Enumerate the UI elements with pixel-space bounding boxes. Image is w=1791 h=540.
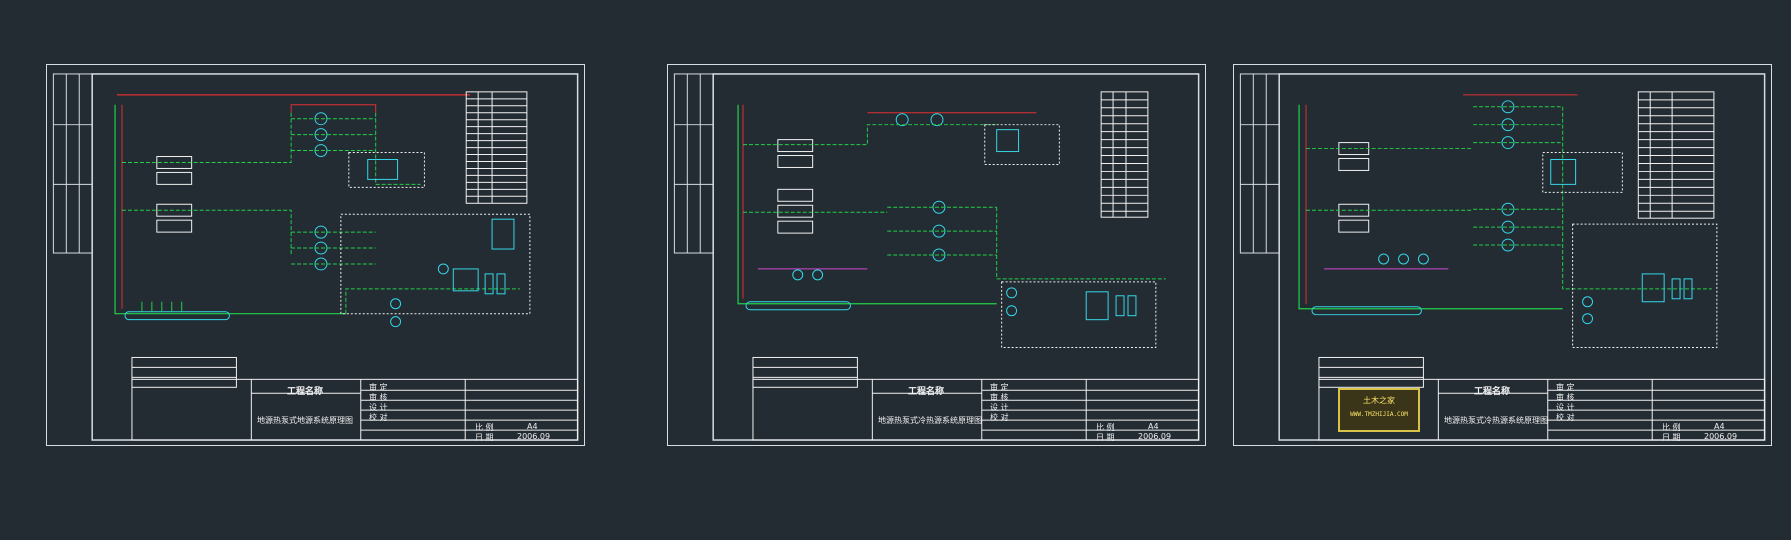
schematic-diagram-1: [52, 73, 579, 441]
design-label: 设 计: [369, 403, 388, 412]
logo-line-2: WWW.TMZHIJIA.COM: [1350, 411, 1408, 418]
drawing-sheet-1: 工程名称 地源热泵式地源系统原理图 审 定 审 核 设 计 校 对 比 例 A4…: [46, 64, 585, 446]
schematic-diagram-2: [673, 73, 1200, 441]
schematic-diagram-3: [1239, 73, 1766, 441]
date-label: 日 期: [1096, 433, 1115, 442]
drawing-sheet-2: 工程名称 地源热泵式冷热源系统原理图 审 定 审 核 设 计 校 对 比 例 A…: [667, 64, 1206, 446]
design-label: 设 计: [1556, 403, 1575, 412]
watermark-logo: 土木之家 WWW.TMZHIJIA.COM: [1338, 388, 1420, 432]
check-label: 审 核: [1556, 393, 1575, 402]
check-label: 审 核: [990, 393, 1009, 402]
scale-value: A4: [1714, 422, 1725, 431]
date-label: 日 期: [475, 433, 494, 442]
date-label: 日 期: [1662, 433, 1681, 442]
date-value: 2006.09: [517, 432, 551, 441]
approve-label: 审 定: [369, 383, 388, 392]
check-label: 审 核: [369, 393, 388, 402]
date-value: 2006.09: [1704, 432, 1738, 441]
approve-label: 审 定: [1556, 383, 1575, 392]
proofread-label: 校 对: [1556, 413, 1575, 422]
drawing-sheet-3: 土木之家 WWW.TMZHIJIA.COM 工程名称 地源热泵式冷热源系统原理图…: [1233, 64, 1772, 446]
logo-line-1: 土木之家: [1363, 396, 1395, 405]
project-name-label: 工程名称: [1474, 387, 1511, 397]
project-name-label: 工程名称: [287, 387, 324, 397]
approve-label: 审 定: [990, 383, 1009, 392]
proofread-label: 校 对: [990, 413, 1009, 422]
scale-label: 比 例: [475, 423, 494, 432]
project-name-label: 工程名称: [908, 387, 945, 397]
scale-label: 比 例: [1662, 423, 1681, 432]
scale-label: 比 例: [1096, 423, 1115, 432]
date-value: 2006.09: [1138, 432, 1172, 441]
drawing-title: 地源热泵式冷热源系统原理图: [878, 416, 982, 425]
proofread-label: 校 对: [369, 413, 388, 422]
drawing-title: 地源热泵式冷热源系统原理图: [1444, 416, 1548, 425]
scale-value: A4: [1148, 422, 1159, 431]
drawing-title: 地源热泵式地源系统原理图: [257, 416, 353, 425]
scale-value: A4: [527, 422, 538, 431]
design-label: 设 计: [990, 403, 1009, 412]
